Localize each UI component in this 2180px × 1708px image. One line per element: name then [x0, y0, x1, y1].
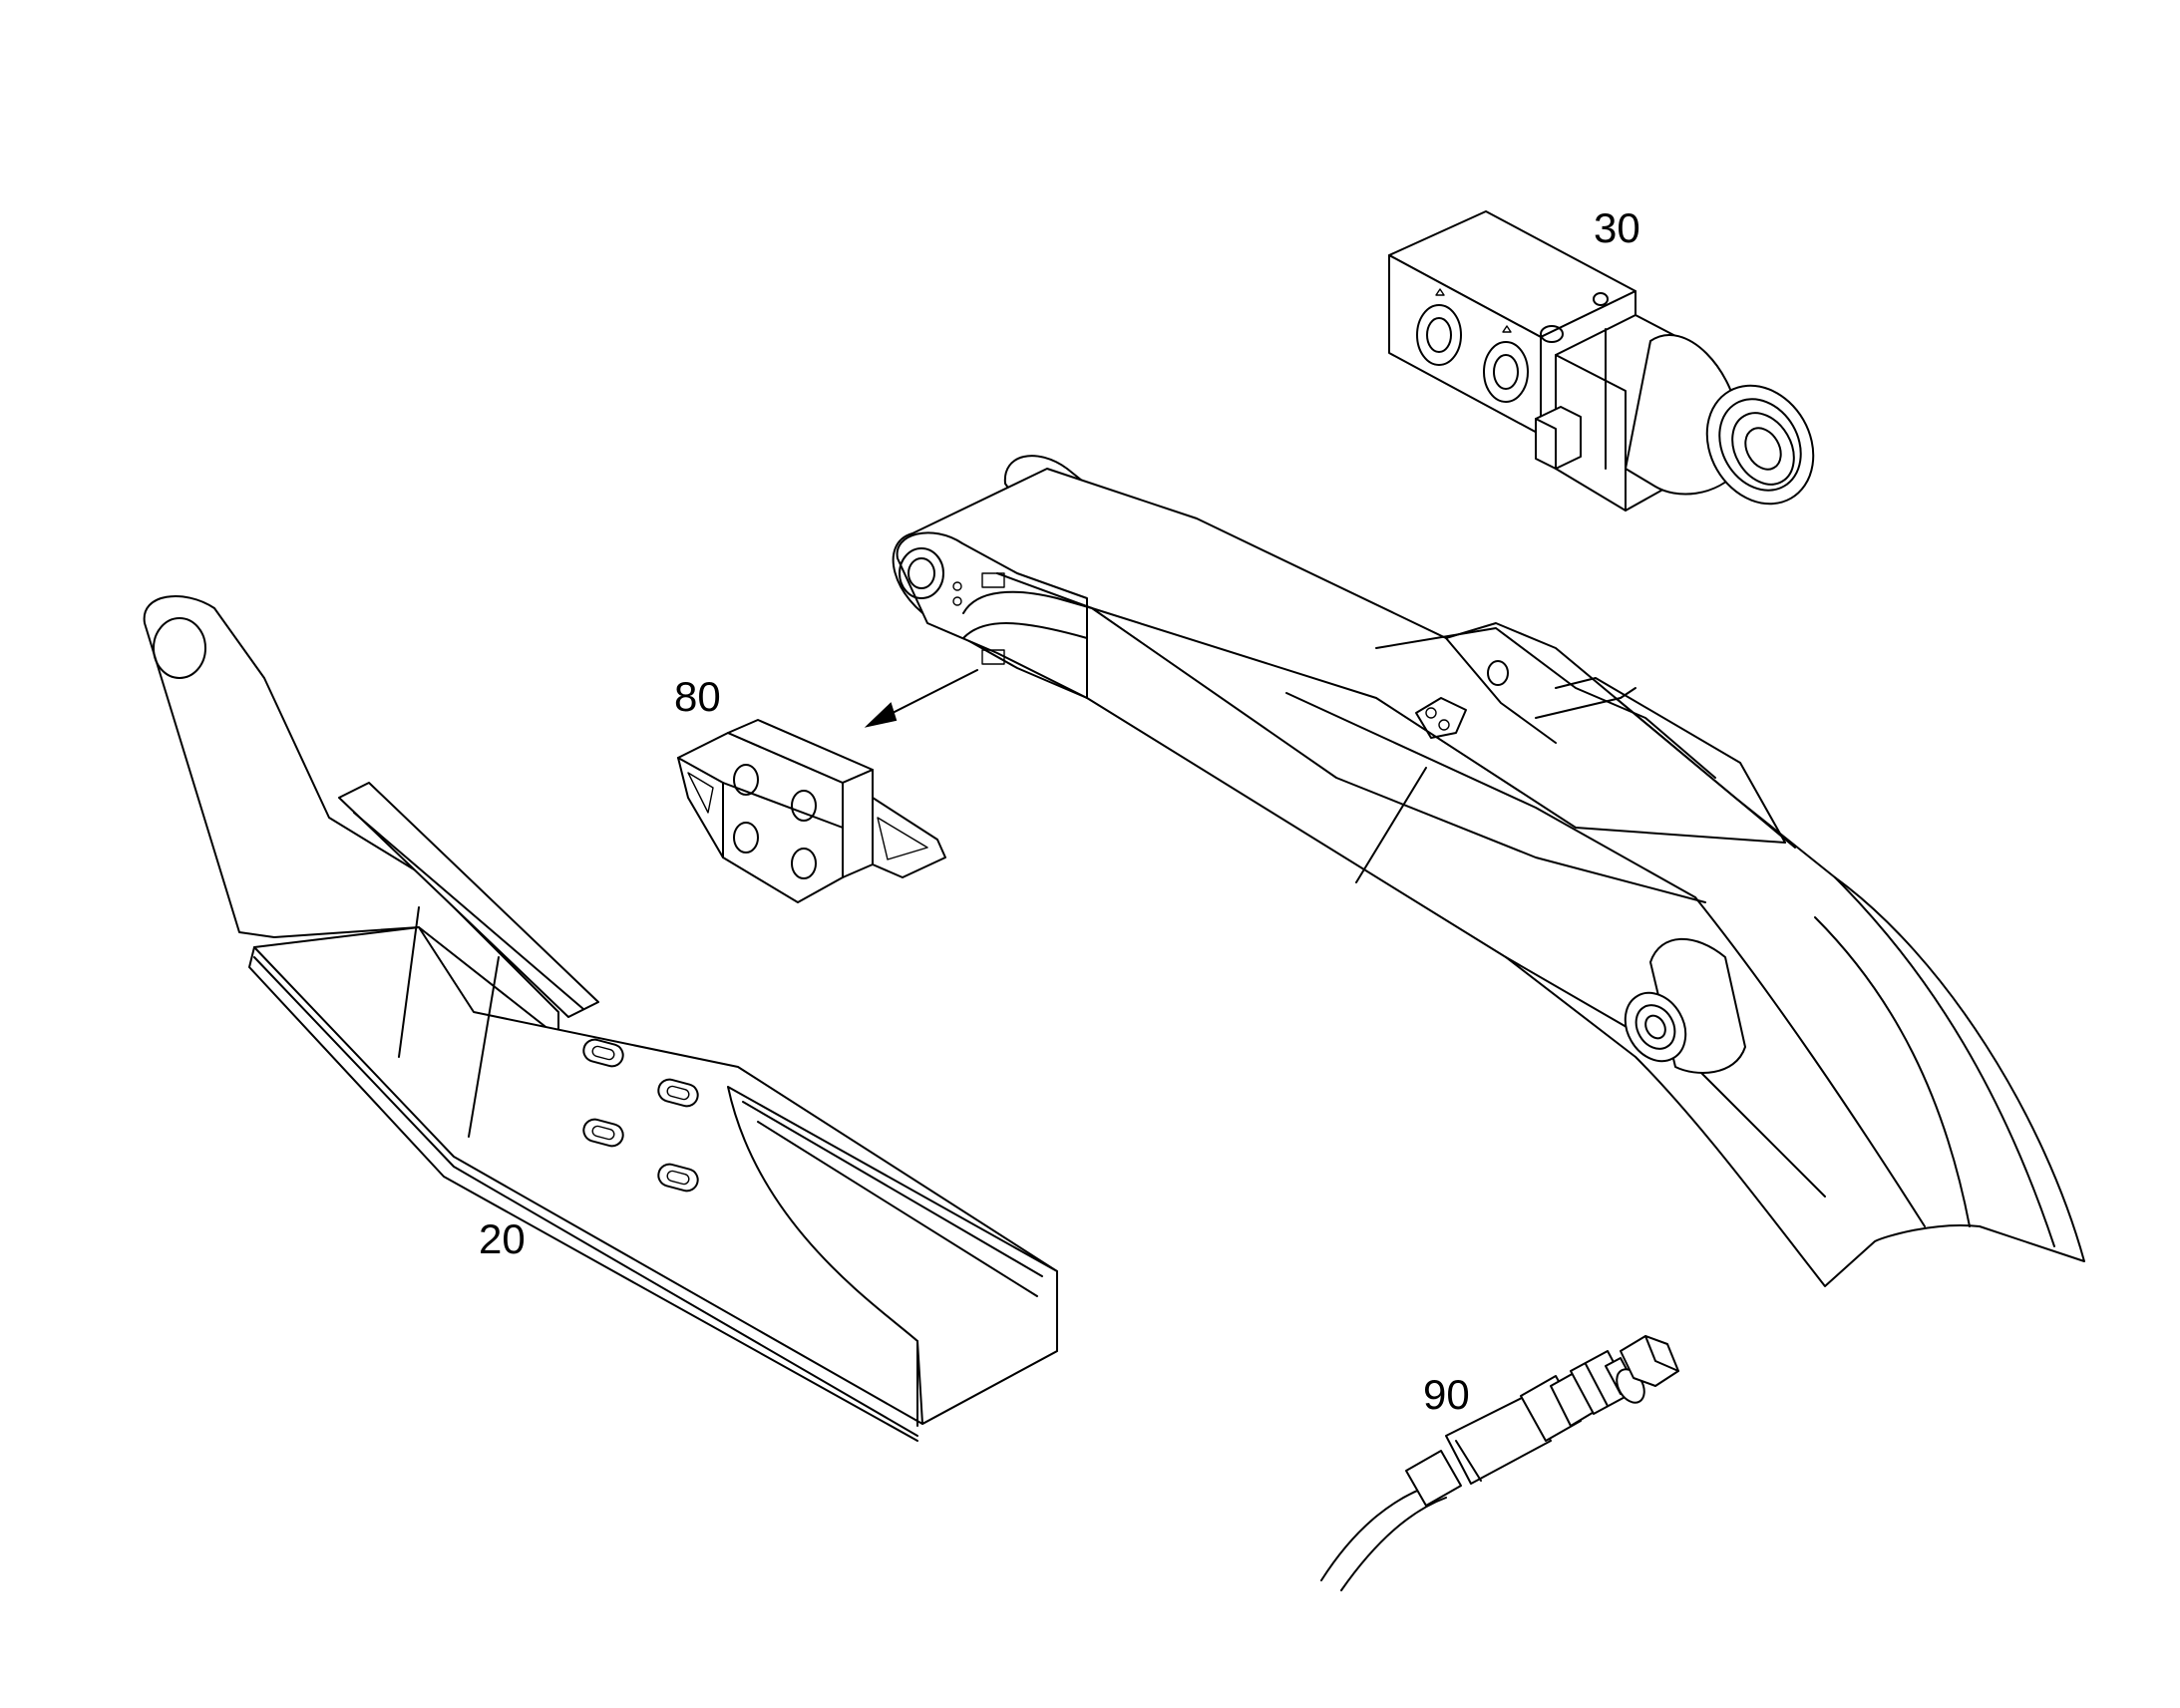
part-number-80: 80: [674, 673, 721, 720]
part-number-20: 20: [479, 1215, 526, 1262]
wear-pad-part-80: [677, 719, 946, 903]
callout-arrow: [864, 669, 978, 728]
valve-block-part-30: [1388, 210, 1815, 512]
sensor-part-90: [1320, 1335, 1679, 1591]
main-boom-assembly: [892, 455, 2085, 1287]
channel-part-20: [143, 595, 1058, 1442]
part-number-90: 90: [1423, 1371, 1470, 1418]
part-number-30: 30: [1594, 204, 1640, 251]
